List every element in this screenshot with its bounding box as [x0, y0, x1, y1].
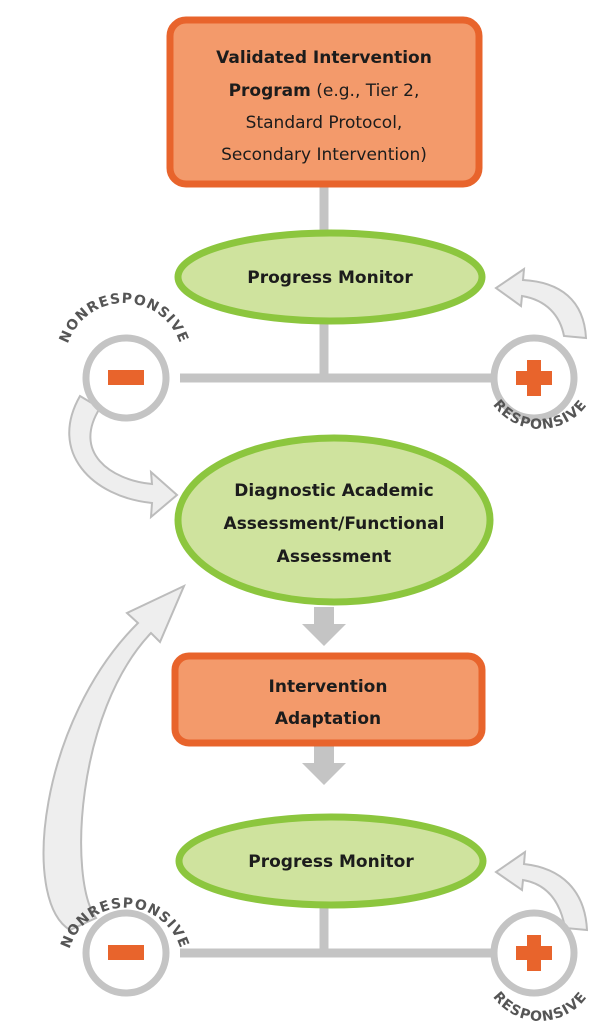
curved-arrow-nonresponsive-1-icon	[68, 394, 179, 520]
validated-program-line3: Standard Protocol,	[246, 113, 403, 133]
minus-circle-2	[82, 909, 170, 997]
feedback-arrows	[42, 266, 589, 932]
minus-circle-1	[82, 334, 170, 422]
curved-arrow-nonresponsive-2-icon	[42, 583, 186, 932]
adaptation-line2: Adaptation	[275, 709, 381, 729]
diagnostic-line2: Assessment/Functional	[224, 514, 445, 534]
curved-arrow-responsive-2-icon	[494, 849, 589, 932]
down-arrow-icon	[302, 746, 346, 785]
validated-program-line4: Secondary Intervention)	[221, 145, 427, 165]
minus-icon	[108, 945, 144, 960]
adaptation-line1: Intervention	[269, 677, 388, 697]
validated-program-title-line1: Validated Intervention	[216, 48, 432, 68]
validated-program-title-line2: Program (e.g., Tier 2,	[229, 81, 420, 101]
intervention-adaptation-box: Intervention Adaptation	[171, 652, 486, 747]
progress-monitor-1-label: Progress Monitor	[247, 268, 413, 288]
plus-icon	[516, 360, 552, 396]
validated-program-box: Validated Intervention Program (e.g., Ti…	[166, 16, 483, 188]
plus-circle-2	[490, 909, 578, 997]
minus-icon	[108, 370, 144, 385]
diagnostic-assessment-oval: Diagnostic Academic Assessment/Functiona…	[174, 434, 494, 606]
progress-monitor-2-label: Progress Monitor	[248, 852, 414, 872]
validated-program-bold-word: Program	[229, 81, 311, 101]
progress-monitor-1-oval: Progress Monitor	[174, 229, 486, 325]
plus-circle-1	[490, 334, 578, 422]
down-arrows	[302, 607, 346, 785]
progress-monitor-2-oval: Progress Monitor	[175, 813, 487, 909]
connectors	[180, 185, 497, 958]
down-arrow-icon	[302, 607, 346, 646]
plus-icon	[516, 935, 552, 971]
curved-arrow-responsive-1-icon	[494, 266, 588, 340]
diagnostic-line1: Diagnostic Academic	[234, 481, 433, 501]
diagnostic-line3: Assessment	[277, 547, 392, 567]
validated-program-examples: (e.g., Tier 2,	[311, 81, 420, 101]
